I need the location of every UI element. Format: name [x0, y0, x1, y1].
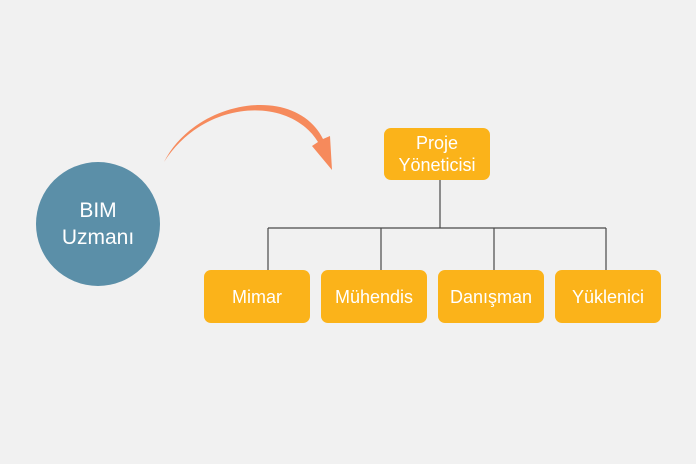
project-manager-line1: Proje — [415, 133, 459, 153]
role-node-architect: Mimar — [204, 270, 310, 323]
bim-specialist-line2: Uzmanı — [61, 226, 135, 249]
role-label: Mühendis — [334, 286, 414, 307]
bim-specialist-node: BIM Uzmanı — [36, 162, 160, 286]
role-label: Danışman — [449, 286, 533, 307]
role-label: Mimar — [232, 286, 282, 307]
project-manager-line2: Yöneticisi — [398, 155, 476, 175]
role-node-consultant: Danışman — [438, 270, 544, 323]
role-label: Yüklenici — [571, 286, 645, 307]
role-node-contractor: Yüklenici — [555, 270, 661, 323]
curved-arrow — [164, 104, 332, 170]
role-node-engineer: Mühendis — [321, 270, 427, 323]
project-manager-node: Proje Yöneticisi — [384, 128, 490, 180]
bim-specialist-line1: BIM — [79, 199, 117, 222]
